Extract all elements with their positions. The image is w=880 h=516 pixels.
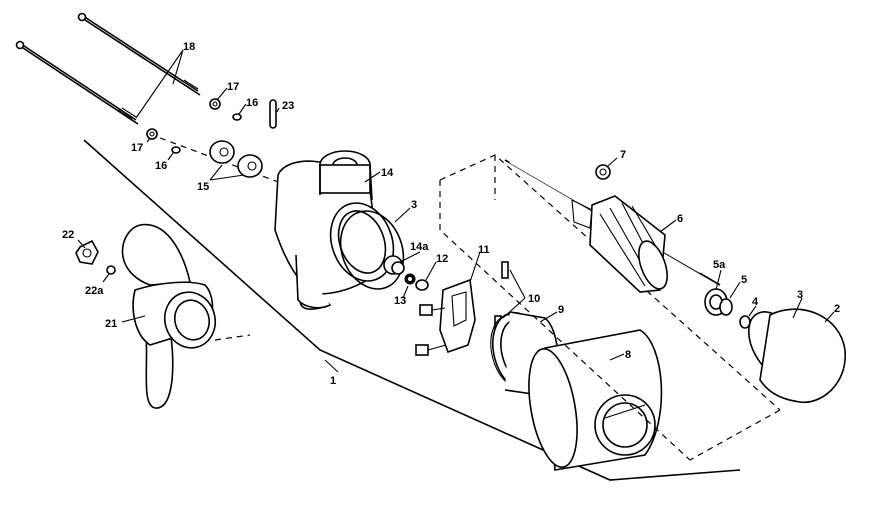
callout-1: 1 <box>330 375 336 387</box>
prop-nut <box>75 239 116 275</box>
callout-2: 2 <box>834 303 840 315</box>
callout-12: 12 <box>436 253 448 265</box>
callout-10: 10 <box>528 293 540 305</box>
callout-13: 13 <box>394 295 406 307</box>
nuts-washers <box>146 98 301 191</box>
bearing <box>704 288 733 316</box>
callout-14a: 14a <box>410 241 429 253</box>
callout-11: 11 <box>478 244 490 256</box>
callout-17-upper: 17 <box>227 81 239 93</box>
callout-21: 21 <box>105 318 117 330</box>
motor-tube <box>528 329 663 471</box>
motor-group-outline <box>439 154 781 461</box>
callout-16-lower: 16 <box>155 160 167 172</box>
callout-22: 22 <box>62 229 74 241</box>
callout-9: 9 <box>558 304 564 316</box>
leader-lines <box>77 49 835 373</box>
propeller <box>121 223 251 409</box>
callout-7: 7 <box>620 149 626 161</box>
callout-6: 6 <box>677 213 683 225</box>
nose-cap <box>759 308 846 404</box>
o-ring-housing <box>339 210 405 290</box>
callout-23: 23 <box>282 100 294 112</box>
callout-14: 14 <box>381 167 394 179</box>
tie-rods <box>15 12 201 125</box>
callout-18: 18 <box>183 41 195 53</box>
shaft-nut <box>595 164 611 180</box>
callout-22a: 22a <box>85 285 104 297</box>
callout-16-upper: 16 <box>246 97 258 109</box>
seal-parts <box>383 255 429 291</box>
callout-8: 8 <box>625 349 631 361</box>
callout-4: 4 <box>752 296 759 308</box>
armature <box>504 159 721 293</box>
brush-plate <box>415 278 476 356</box>
callout-3-housing: 3 <box>411 199 417 211</box>
bushings <box>209 140 263 178</box>
callout-5a: 5a <box>713 259 726 271</box>
assembly-outline <box>83 139 741 481</box>
callout-5: 5 <box>741 274 747 286</box>
callout-17-lower: 17 <box>131 142 143 154</box>
callout-labels: 1 2 3 3 4 5 5a 6 7 8 9 10 11 12 13 14 14… <box>62 41 840 387</box>
callout-3-cap: 3 <box>797 289 803 301</box>
callout-15: 15 <box>197 181 209 193</box>
pin-23 <box>269 99 277 129</box>
